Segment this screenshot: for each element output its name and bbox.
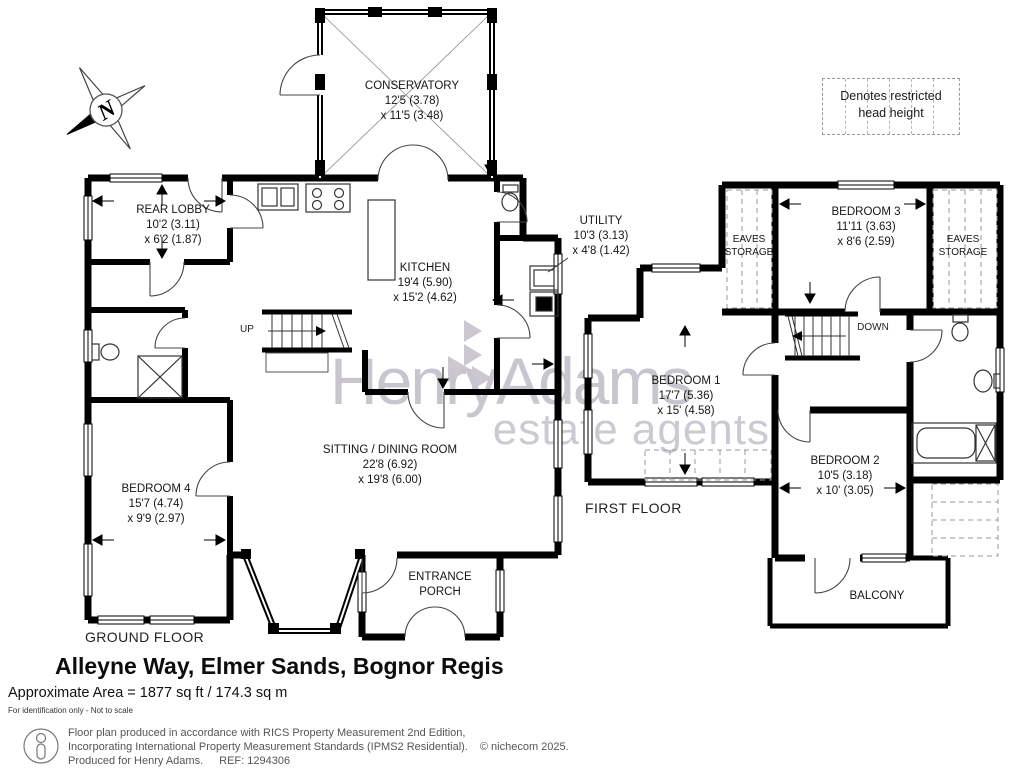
restricted-head-height-legend: Denotes restricted head height: [822, 78, 960, 135]
footer-ref: REF: 1294306: [219, 755, 291, 767]
ground-floor-interior-walls: [88, 178, 558, 555]
room-label-bedroom3: BEDROOM 3 11'11 (3.63) x 8'6 (2.59): [831, 206, 901, 249]
person-icon: [23, 728, 59, 764]
footer-text: Floor plan produced in accordance with R…: [68, 726, 569, 768]
utility-pointer-line: [547, 257, 569, 273]
footer: Floor plan produced in accordance with R…: [22, 726, 569, 768]
basin-icon: [973, 369, 1001, 393]
shower-icon: [137, 355, 183, 399]
room-label-bedroom4: BEDROOM 4 15'7 (4.74) x 9'9 (2.97): [121, 483, 191, 526]
washer-icon: [529, 291, 559, 317]
stove-icon: [305, 183, 351, 213]
footer-line1: Floor plan produced in accordance with R…: [68, 727, 466, 739]
toilet-icon: [951, 314, 969, 342]
room-label-conservatory: CONSERVATORY 12'5 (3.78) x 11'5 (3.48): [364, 80, 460, 123]
room-label-entrance-porch: ENTRANCE PORCH: [408, 571, 472, 599]
room-label-bedroom1: BEDROOM 1 17'7 (5.36) x 15' (4.58): [651, 375, 721, 418]
door-swings: [149, 54, 943, 638]
henry-adams-logo-icon: [448, 320, 492, 390]
stairs-down-label: DOWN: [857, 322, 889, 333]
approximate-area: Approximate Area = 1877 sq ft / 174.3 sq…: [8, 685, 288, 701]
fixtures: [91, 183, 1001, 464]
balcony-walls: [767, 555, 951, 629]
toilet-icon: [501, 184, 519, 212]
room-label-bedroom2: BEDROOM 2 10'5 (3.18) x 10' (3.05): [810, 455, 880, 498]
legend-text: Denotes restricted head height: [840, 89, 942, 120]
north-compass-icon: N: [66, 67, 146, 150]
ground-floor-label: GROUND FLOOR: [85, 629, 205, 645]
bath-icon: [911, 422, 997, 464]
room-label-sitting-dining: SITTING / DINING ROOM 22'8 (6.92) x 19'8…: [322, 444, 458, 487]
room-label-rear-lobby: REAR LOBBY 10'2 (3.11) x 6'2 (1.87): [136, 204, 210, 247]
footer-copyright: © nichecom 2025.: [479, 741, 569, 753]
stairs-up-label: UP: [240, 324, 254, 335]
toilet-icon: [91, 343, 120, 361]
conservatory-roof-lines: [323, 15, 489, 175]
stairs-up: [262, 309, 352, 373]
utility-sink-icon: [529, 265, 559, 291]
fridge-icon: [367, 199, 396, 281]
sink-icon: [257, 183, 299, 211]
room-label-kitchen: KITCHEN 19'4 (5.90) x 15'2 (4.62): [393, 262, 457, 305]
room-label-eaves-storage-right: EAVES STORAGE: [938, 234, 988, 259]
stairs-down: [785, 311, 860, 361]
room-label-utility: UTILITY 10'3 (3.13) x 4'8 (1.42): [572, 215, 630, 258]
disclaimer: For identification only - Not to scale: [8, 706, 133, 715]
footer-line2: Incorporating International Property Mea…: [68, 741, 468, 753]
room-label-balcony: BALCONY: [849, 590, 905, 602]
plan-title: Alleyne Way, Elmer Sands, Bognor Regis: [55, 653, 504, 679]
dimension-arrows: [91, 153, 927, 546]
room-label-eaves-storage-left: EAVES STORAGE: [724, 234, 774, 259]
bay-window: [241, 549, 365, 634]
restricted-head-height-areas: [644, 189, 999, 557]
footer-line3: Produced for Henry Adams.: [68, 755, 204, 767]
first-floor-label: FIRST FLOOR: [585, 500, 682, 516]
